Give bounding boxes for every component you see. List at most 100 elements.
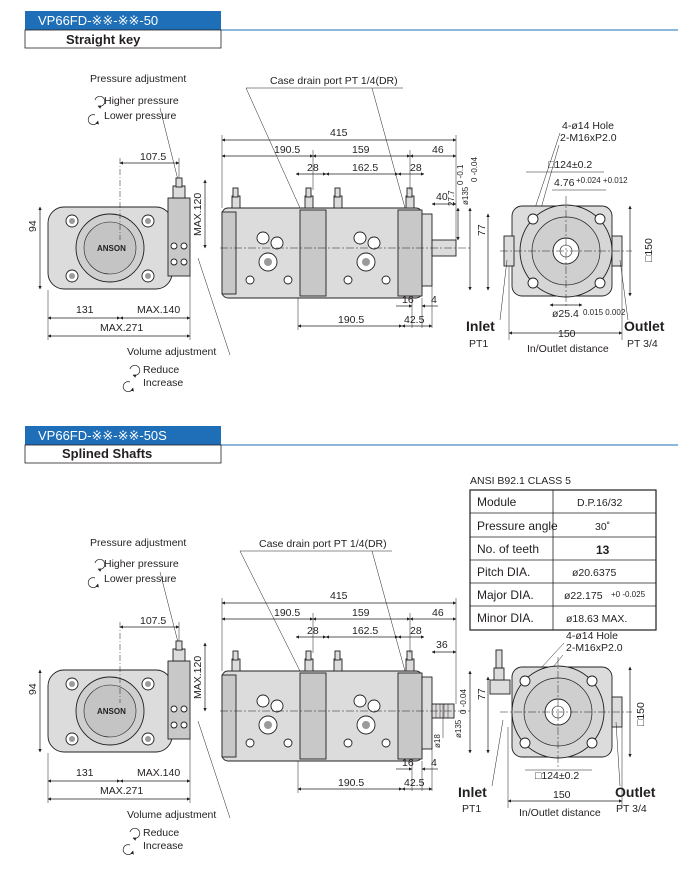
dim-415: 415 bbox=[330, 590, 348, 602]
dim-25-4: ø25.4 bbox=[552, 308, 579, 320]
section1-subtitle: Straight key bbox=[66, 32, 141, 47]
dim-162-5: 162.5 bbox=[352, 625, 378, 637]
dim-124: □124±0.2 bbox=[548, 159, 592, 171]
dim-46: 46 bbox=[432, 144, 444, 156]
dim-max-271: MAX.271 bbox=[100, 785, 143, 797]
table-row-param: No. of teeth bbox=[477, 542, 539, 556]
outlet-label: Outlet bbox=[624, 318, 665, 334]
dim-28-a: 28 bbox=[307, 625, 319, 637]
dim-135: ø135 bbox=[461, 186, 470, 205]
dim-162-5: 162.5 bbox=[352, 162, 378, 174]
case-drain-label: Case drain port PT 1/4(DR) bbox=[270, 75, 398, 87]
dim-131: 131 bbox=[76, 304, 94, 316]
thread-label: 2-M16xP2.0 bbox=[560, 132, 617, 144]
io-distance-label: In/Outlet distance bbox=[527, 343, 609, 355]
higher-pressure-label: Higher pressure bbox=[104, 95, 179, 107]
dim-4-76-tol: +0.024 +0.012 bbox=[576, 176, 628, 185]
dim-27-7: 27.7 bbox=[447, 190, 456, 206]
compensator-block bbox=[167, 197, 191, 277]
pressure-adjustment-label: Pressure adjustment bbox=[90, 537, 186, 549]
higher-pressure-label: Higher pressure bbox=[104, 558, 179, 570]
holes-label: 4-ø14 Hole bbox=[566, 630, 618, 642]
dim-42-5: 42.5 bbox=[404, 777, 425, 789]
lower-pressure-label: Lower pressure bbox=[104, 573, 177, 585]
lower-pressure-label: Lower pressure bbox=[104, 110, 177, 122]
dim-36: 36 bbox=[436, 639, 448, 651]
dim-max-120: MAX.120 bbox=[192, 193, 204, 236]
dim-max-140: MAX.140 bbox=[137, 767, 180, 779]
inlet-port-label: PT1 bbox=[462, 803, 481, 815]
dim-150: 150 bbox=[553, 789, 571, 801]
dim-4: 4 bbox=[431, 294, 437, 306]
dim-190-5-b: 190.5 bbox=[338, 777, 364, 789]
dim-94: 94 bbox=[27, 683, 39, 695]
dim-124: □124±0.2 bbox=[535, 770, 579, 782]
dim-42-5: 42.5 bbox=[404, 314, 425, 326]
inlet-port-label: PT1 bbox=[469, 338, 488, 350]
section1-header: VP66FD-※※-※※-50 Straight key bbox=[24, 11, 678, 49]
compensator-block bbox=[167, 660, 191, 740]
dim-135-tol: 0 -0.04 bbox=[459, 689, 468, 714]
counterclockwise-arrow-icon bbox=[122, 381, 134, 392]
counterclockwise-arrow-icon bbox=[122, 844, 134, 855]
counterclockwise-arrow-icon bbox=[87, 114, 99, 125]
dim-16: 16 bbox=[402, 294, 414, 306]
dim-27-7-tol: 0 -0.1 bbox=[456, 164, 465, 185]
dim-16: 16 bbox=[402, 757, 414, 769]
dim-135: ø135 bbox=[454, 719, 463, 738]
dim-190-5-b: 190.5 bbox=[338, 314, 364, 326]
reduce-label: Reduce bbox=[143, 827, 179, 839]
spline-table: ANSI B92.1 CLASS 5 Module D.P.16/32 Pres… bbox=[469, 475, 657, 631]
table-row-param: Minor DIA. bbox=[477, 611, 534, 625]
case-drain-label: Case drain port PT 1/4(DR) bbox=[259, 538, 387, 550]
dim-190-5: 190.5 bbox=[274, 144, 300, 156]
pressure-adjustment-label: Pressure adjustment bbox=[90, 73, 186, 85]
dim-135-tol: 0 -0.04 bbox=[470, 157, 479, 182]
dim-max-140: MAX.140 bbox=[137, 304, 180, 316]
front-view-1: Pressure adjustment Higher pressure Lowe… bbox=[27, 73, 231, 392]
increase-label: Increase bbox=[143, 377, 183, 389]
dim-28-a: 28 bbox=[307, 162, 319, 174]
volume-adjustment-label: Volume adjustment bbox=[127, 809, 216, 821]
table-row-value: ø20.6375 bbox=[572, 567, 617, 579]
section2-model-bar bbox=[25, 426, 221, 445]
dim-18: ø18 bbox=[433, 734, 442, 748]
dim-94: 94 bbox=[27, 220, 39, 232]
dim-4: 4 bbox=[431, 757, 437, 769]
section2-model: VP66FD-※※-※※-50S bbox=[38, 428, 167, 443]
table-row-param: Pitch DIA. bbox=[477, 565, 530, 579]
section1-model: VP66FD-※※-※※-50 bbox=[38, 13, 158, 28]
thread-label: 2-M16xP2.0 bbox=[566, 642, 623, 654]
counterclockwise-arrow-icon bbox=[87, 577, 99, 588]
clockwise-arrow-icon bbox=[129, 365, 141, 378]
dim-159: 159 bbox=[352, 144, 370, 156]
table-row-value: ø18.63 MAX. bbox=[566, 613, 627, 625]
increase-label: Increase bbox=[143, 840, 183, 852]
dim-415: 415 bbox=[330, 127, 348, 139]
dim-150: 150 bbox=[558, 328, 576, 340]
clockwise-arrow-icon bbox=[129, 828, 141, 841]
dim-4-76: 4.76 bbox=[554, 177, 575, 189]
side-view-2: Case drain port PT 1/4(DR) 415 190.5 159 bbox=[220, 538, 490, 793]
table-row-value: 13 bbox=[596, 543, 610, 557]
dim-28-b: 28 bbox=[410, 625, 422, 637]
dim-77: 77 bbox=[476, 688, 488, 700]
clockwise-arrow-icon bbox=[94, 559, 106, 572]
table-row-tol: +0 -0.025 bbox=[611, 590, 646, 599]
dim-25-4-tol: 0.015 0.002 bbox=[583, 308, 626, 317]
table-row-param: Module bbox=[477, 495, 517, 509]
table-row-param: Major DIA. bbox=[477, 588, 534, 602]
brand-label: ANSON bbox=[97, 707, 126, 716]
dim-107-5: 107.5 bbox=[140, 151, 166, 163]
section1-model-bar bbox=[25, 11, 221, 30]
dim-77: 77 bbox=[476, 224, 488, 236]
dim-46: 46 bbox=[432, 607, 444, 619]
table-row-value: 30˚ bbox=[595, 521, 610, 533]
spline-table-title: ANSI B92.1 CLASS 5 bbox=[470, 475, 571, 487]
dim-28-b: 28 bbox=[410, 162, 422, 174]
front-view-2: Pressure adjustment Higher pressure Lowe… bbox=[27, 537, 231, 855]
outlet-label: Outlet bbox=[615, 784, 656, 800]
outlet-port-label: PT 3/4 bbox=[616, 803, 647, 815]
table-row-value: ø22.175 bbox=[564, 590, 603, 602]
